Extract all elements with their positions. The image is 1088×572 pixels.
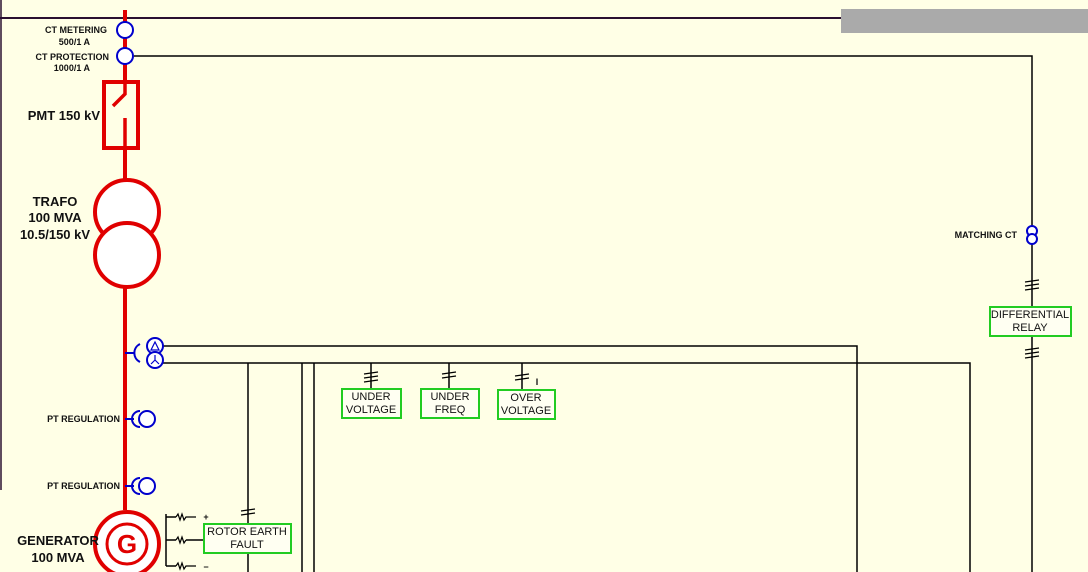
differential-relay-line2: RELAY [1012, 322, 1048, 334]
instrument-transformers [116, 21, 1038, 495]
rotor-minus-label: − [203, 562, 208, 572]
pt-regulation-1-coil [138, 410, 156, 428]
pt-delta-icon [150, 340, 160, 351]
mark-diff-relay-below [1024, 347, 1040, 359]
relay-labels: DIFFERENTIAL RELAY UNDER VOLTAGE UNDER F… [207, 309, 1069, 551]
pt-protection-bracket [133, 343, 141, 363]
differential-relay-line1: DIFFERENTIAL [991, 309, 1069, 321]
rotor-plus-label: + [203, 512, 208, 522]
under-voltage-line1: UNDER [351, 391, 390, 403]
differential-relay-box [989, 306, 1072, 337]
pmt-switch-blade [111, 82, 127, 148]
pmt-label: PMT 150 kV [28, 108, 101, 123]
rotor-resistor-minus [175, 561, 196, 571]
pt-protection-wire-2 [160, 362, 971, 572]
trafo-rating: 100 MVA [28, 210, 82, 225]
ct-metering-ratio: 500/1 A [59, 37, 91, 47]
under-freq-relay-box [420, 388, 480, 419]
under-voltage-line2: VOLTAGE [346, 404, 396, 416]
equipment-labels: CT METERING 500/1 A CT PROTECTION 1000/1… [17, 25, 1017, 565]
relay-boxes [203, 306, 1072, 554]
ct-metering-label: CT METERING [45, 25, 107, 35]
mark-under-freq [441, 371, 457, 379]
ct-protection-symbol [116, 47, 134, 65]
generator-rating: 100 MVA [31, 550, 85, 565]
trafo-voltage: 10.5/150 kV [20, 227, 90, 242]
matching-ct-label: MATCHING CT [955, 230, 1018, 240]
rotor-resistor-mid [175, 535, 187, 545]
generator-inner-circle [105, 522, 149, 566]
cable-marks [240, 279, 1040, 516]
ct-protection-ratio: 1000/1 A [54, 63, 91, 73]
under-freq-line1: UNDER [430, 391, 469, 403]
generator-symbol: G [117, 529, 137, 559]
mark-rotor-fault [240, 508, 256, 516]
over-voltage-line2: VOLTAGE [501, 405, 551, 417]
trafo-label: TRAFO [33, 194, 78, 209]
pt-regulation-2-coil [138, 477, 156, 495]
rotor-earth-fault-line2: FAULT [230, 539, 264, 551]
under-voltage-relay-box [341, 388, 402, 419]
pt-protection-wire-1 [160, 345, 858, 572]
ct-metering-symbol [116, 21, 134, 39]
mark-matching-ct [1024, 279, 1040, 291]
pmt-breaker [102, 80, 140, 150]
pt-regulation-2-bracket [131, 477, 141, 495]
matching-ct-coil-bottom [1026, 233, 1038, 245]
trafo-secondary-winding [93, 221, 161, 289]
mark-under-voltage [363, 371, 379, 383]
header-bar [841, 9, 1088, 33]
over-voltage-line1: OVER [510, 392, 541, 404]
power-line [93, 10, 161, 572]
under-freq-line2: FREQ [435, 404, 466, 416]
rotor-earth-fault-line1: ROTOR EARTH [207, 526, 287, 538]
rotor-resistor-plus [175, 512, 196, 522]
rotor-resistors [175, 512, 196, 571]
mark-over-voltage [514, 373, 530, 381]
signal-wires [134, 55, 1033, 572]
pt-regulation-2-label: PT REGULATION [47, 481, 120, 491]
rotor-bracket [165, 514, 176, 567]
pt-regulation-1-label: PT REGULATION [47, 414, 120, 424]
generator-label: GENERATOR [17, 533, 99, 548]
ct-protection-label: CT PROTECTION [36, 52, 110, 62]
ct-protection-wire [134, 55, 1033, 229]
over-voltage-relay-box [497, 389, 556, 420]
pt-star-icon [150, 355, 160, 365]
rotor-earth-fault-relay-box [203, 523, 292, 554]
pt-regulation-1-bracket [131, 410, 141, 428]
over-voltage-mark: I [536, 377, 539, 387]
